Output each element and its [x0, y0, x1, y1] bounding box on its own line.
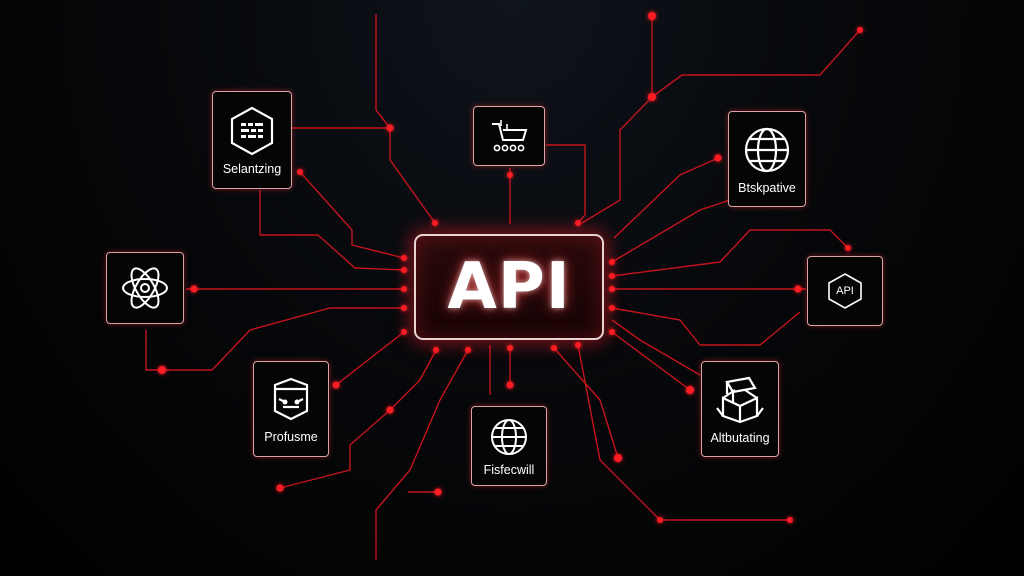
trace [613, 157, 719, 239]
node-label: Profusme [264, 429, 318, 444]
hub-pin [401, 255, 407, 261]
trace-node [575, 220, 581, 226]
node-fisfecwill: Fisfecwill [471, 406, 547, 486]
trace [546, 144, 586, 224]
hub-pin [575, 342, 581, 348]
node-selantzing: Selantzing [212, 91, 292, 189]
atom-icon [122, 267, 168, 309]
trace-node [845, 245, 851, 251]
trace [611, 307, 801, 346]
trace-node [158, 366, 166, 374]
trace-node [190, 285, 198, 293]
trace [375, 14, 391, 129]
node-label: API [836, 285, 854, 297]
hub-pin [465, 347, 471, 353]
hub-pin [609, 259, 615, 265]
hub-pin [609, 286, 615, 292]
trace-node [432, 220, 438, 226]
node-atom [106, 252, 184, 324]
node-btskpative: Btskpative [728, 111, 806, 207]
trace-node [714, 154, 722, 162]
node-label: Altbutating [710, 430, 770, 445]
trace-node [507, 172, 513, 178]
node-cart [473, 106, 545, 166]
hub-pin [401, 329, 407, 335]
robot-box-icon [273, 377, 309, 420]
hub-pin [433, 347, 439, 353]
trace-node [648, 93, 656, 101]
hub-pin [551, 345, 557, 351]
hub-pin [507, 345, 513, 351]
trace-node [794, 285, 802, 293]
trace [145, 307, 404, 371]
trace [611, 229, 849, 277]
trace [292, 127, 436, 224]
trace [611, 199, 731, 263]
node-api: API [807, 256, 883, 326]
trace-node [332, 381, 340, 389]
trace [581, 16, 653, 224]
trace [577, 344, 790, 521]
trace-node [648, 12, 656, 20]
trace-node [434, 488, 442, 496]
open-box-icon [716, 376, 764, 423]
server-hexagon-icon [230, 106, 274, 155]
node-label: Btskpative [738, 180, 796, 195]
trace-node [686, 386, 694, 394]
trace [651, 29, 861, 98]
globe-icon [744, 127, 790, 172]
trace-node [386, 406, 394, 414]
trace [335, 331, 405, 386]
node-label: Selantzing [222, 161, 282, 176]
trace [299, 171, 405, 259]
hub-pin [609, 329, 615, 335]
trace-node [857, 27, 863, 33]
node-label: Fisfecwill [483, 462, 535, 477]
node-profusme: Profusme [253, 361, 329, 457]
hub-label: API [447, 250, 571, 324]
trace [279, 349, 437, 489]
cart-icon [492, 120, 528, 152]
trace [375, 349, 469, 560]
trace-node [614, 454, 622, 462]
trace [553, 347, 619, 459]
hub-pin [609, 305, 615, 311]
trace [611, 331, 691, 391]
hub-pin [609, 273, 615, 279]
hub-pin [401, 286, 407, 292]
trace-node [657, 517, 663, 523]
trace-node [386, 124, 394, 132]
trace-node [787, 517, 793, 523]
trace-node [297, 169, 303, 175]
api-hub: API [414, 234, 604, 340]
trace-node [506, 381, 514, 389]
node-altbutating: Altbutating [701, 361, 779, 457]
trace [259, 190, 405, 271]
hub-pin [401, 267, 407, 273]
hub-pin [401, 305, 407, 311]
trace [611, 319, 701, 376]
globe-icon [491, 418, 527, 455]
trace-node [276, 484, 284, 492]
hexagon-api-icon: API [826, 272, 864, 310]
